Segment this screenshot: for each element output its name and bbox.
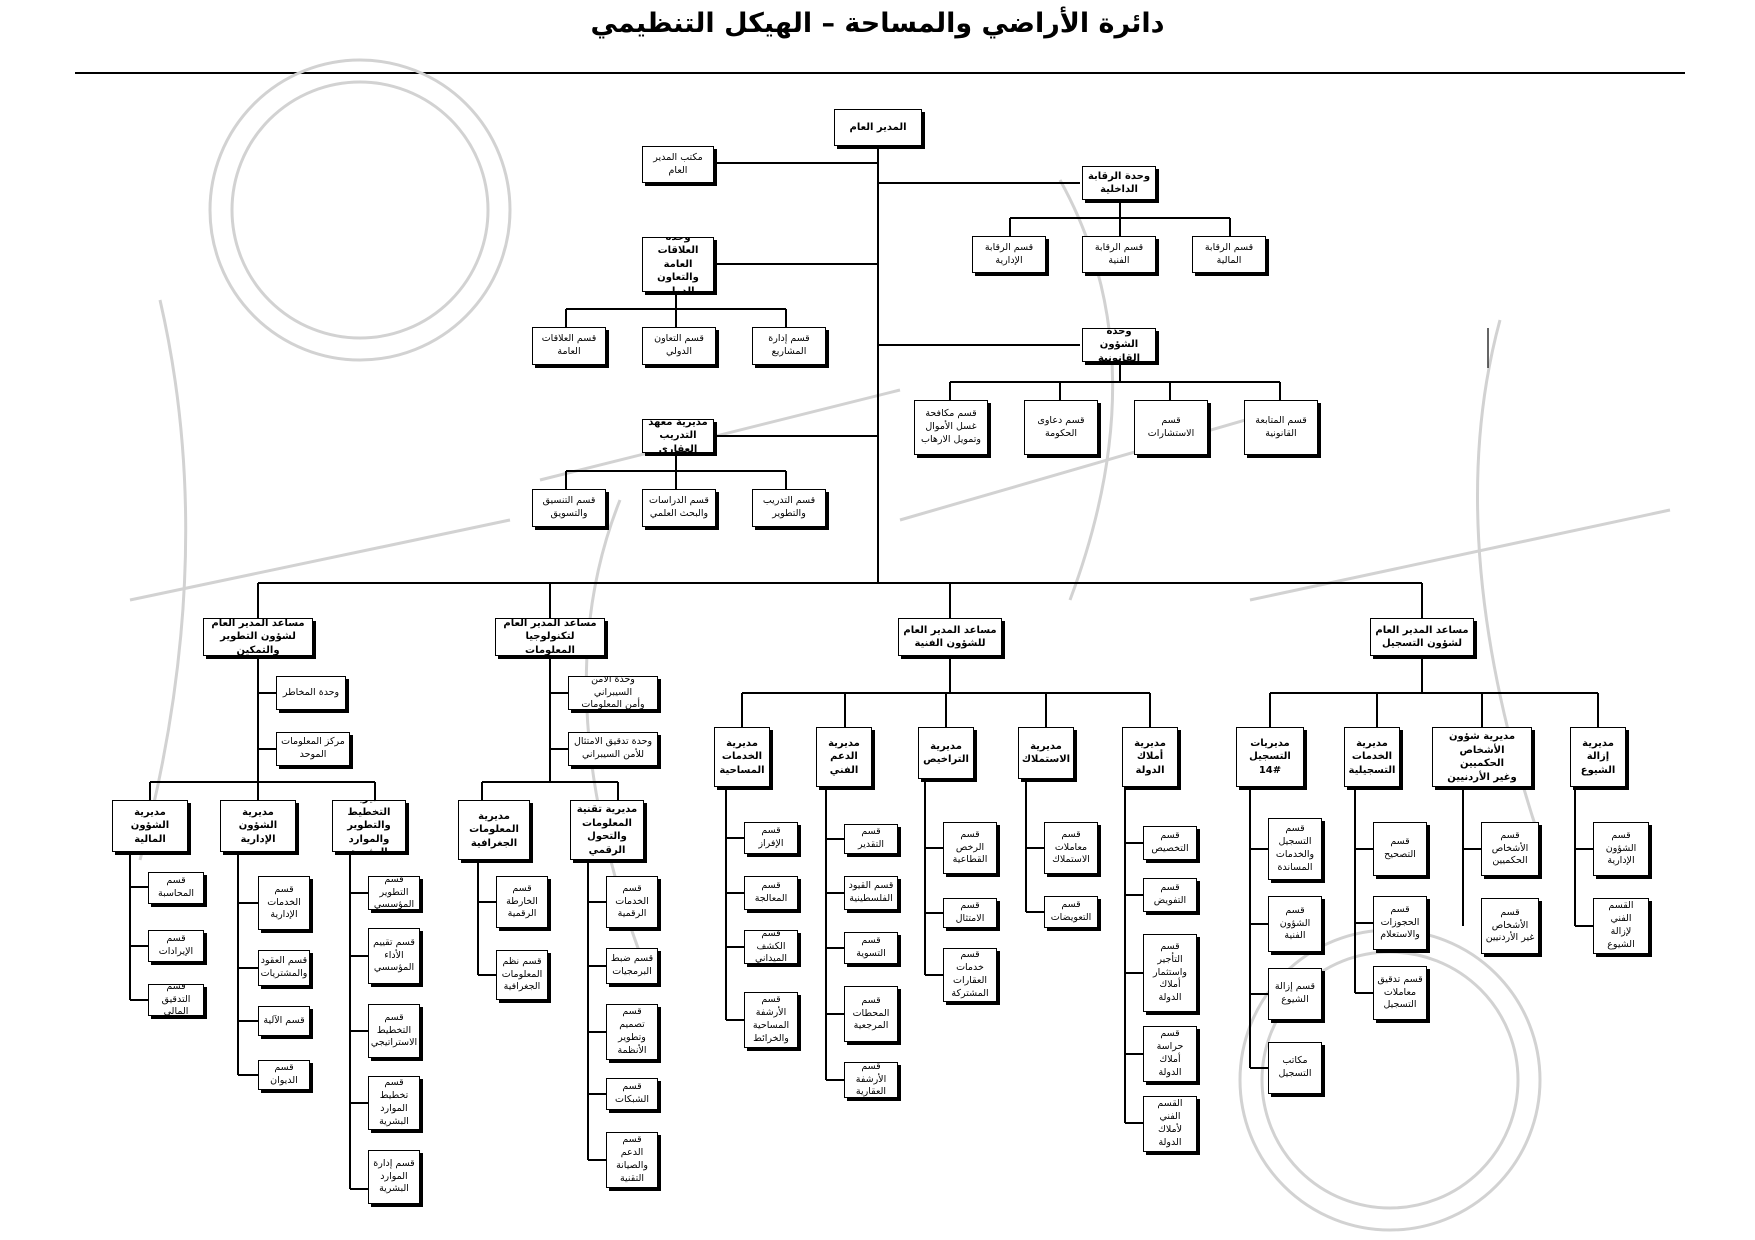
node-cyber-security-unit[interactable]: وحدة الأمن السيبراني وأمن المعلومات xyxy=(568,676,658,710)
node-state-tech-section[interactable]: القسم الفني لأملاك الدولة xyxy=(1143,1096,1197,1152)
node-consult-section[interactable]: قسم الاستشارات xyxy=(1134,400,1208,455)
node-expropriation-tx-section[interactable]: قسم معاملات الاستملاك xyxy=(1044,822,1098,874)
node-accounting-section[interactable]: قسم المحاسبة xyxy=(148,872,204,904)
node-compensation-section[interactable]: قسم التعويضات xyxy=(1044,896,1098,928)
node-inst-dev-section[interactable]: قسم التطوير المؤسسي xyxy=(368,876,420,910)
node-expropriation-directorate[interactable]: مديرية الاستملاك xyxy=(1018,727,1074,779)
node-adg-it[interactable]: مساعد المدير العام لتكنولوجيا المعلومات xyxy=(495,618,605,656)
node-cyber-compliance-unit[interactable]: وحدة تدقيق الامتثال للأمن السيبراني xyxy=(568,732,658,766)
node-info-center[interactable]: مركز المعلومات الموحد xyxy=(276,732,350,766)
node-reg-audit-section[interactable]: قسم تدقيق معاملات التسجيل xyxy=(1373,966,1427,1020)
node-admin-directorate[interactable]: مديرية الشؤون الإدارية xyxy=(220,800,296,852)
node-finance-directorate[interactable]: مديرية الشؤون المالية xyxy=(112,800,188,852)
node-reference-stations-section[interactable]: قسم المحطات المرجعية xyxy=(844,986,898,1042)
node-contracts-section[interactable]: قسم العقود والمشتريات xyxy=(258,950,310,986)
node-field-survey-section[interactable]: قسم الكشف الميداني xyxy=(744,930,798,964)
title-divider xyxy=(75,72,1685,74)
node-survey-archive-section[interactable]: قسم الأرشفة المساحية والخرائط xyxy=(744,992,798,1048)
node-gis-systems-section[interactable]: قسم نظم المعلومات الجغرافية xyxy=(496,950,548,1000)
node-processing-section[interactable]: قسم المعالجة xyxy=(744,876,798,910)
node-digital-services-section[interactable]: قسم الخدمات الرقمية xyxy=(606,876,658,928)
node-coord-section[interactable]: قسم التنسيق والتسويق xyxy=(532,489,606,527)
node-sector-licenses-section[interactable]: قسم الرخص القطاعية xyxy=(943,822,997,874)
node-palestinian-records-section[interactable]: قسم القيود الفلسطينية xyxy=(844,876,898,910)
node-it-dt-directorate[interactable]: مديرية تقنية المعلومات والتحول الرقمي xyxy=(570,800,644,860)
node-networks-section[interactable]: قسم الشبكات xyxy=(606,1078,658,1110)
node-internal-audit-unit[interactable]: وحدة الرقابة الداخلية xyxy=(1082,166,1156,200)
node-director-general[interactable]: المدير العام xyxy=(834,109,922,146)
node-training-section[interactable]: قسم التدريب والتطوير xyxy=(752,489,826,527)
node-joint-property-section[interactable]: قسم خدمات العقارات المشتركة xyxy=(943,948,997,1002)
node-digital-map-section[interactable]: قسم الخارطة الرقمية xyxy=(496,876,548,928)
node-valuation-section[interactable]: قسم التقدير xyxy=(844,824,898,854)
node-tech-support-directorate[interactable]: مديرية الدعم الفني xyxy=(816,727,872,787)
node-legal-persons-directorate[interactable]: مديرية شؤون الأشخاص الحكميين وغير الأردن… xyxy=(1432,727,1532,787)
node-projects-section[interactable]: قسم إدارة المشاريع xyxy=(752,327,826,365)
node-gis-directorate[interactable]: مديرية المعلومات الجغرافية xyxy=(458,800,530,860)
node-legal-persons-section[interactable]: قسم الأشخاص الحكميين xyxy=(1481,822,1539,876)
node-dg-office[interactable]: مكتب المدير العام xyxy=(642,146,714,183)
node-audit-tech[interactable]: قسم الرقابة الفنية xyxy=(1082,236,1156,273)
node-partition-directorate[interactable]: مديرية إزالة الشيوع xyxy=(1570,727,1626,787)
node-fin-audit-section[interactable]: قسم التدقيق المالي xyxy=(148,984,204,1016)
node-reg-tech-section[interactable]: قسم الشؤون الفنية xyxy=(1268,896,1322,952)
page-title: دائرة الأراضي والمساحة – الهيكل التنظيمي xyxy=(590,8,1165,39)
node-adg-development[interactable]: مساعد المدير العام لشؤون التطوير والتمكي… xyxy=(203,618,313,656)
node-allocation-section[interactable]: قسم التخصيص xyxy=(1143,826,1197,860)
node-sys-dev-section[interactable]: قسم تصميم وتطوير الأنظمة xyxy=(606,1004,658,1060)
node-pr-section[interactable]: قسم العلاقات العامة xyxy=(532,327,606,365)
node-legal-unit[interactable]: وحدة الشؤون القانونية xyxy=(1082,328,1156,362)
node-hr-management-section[interactable]: قسم إدارة الموارد البشرية xyxy=(368,1150,420,1204)
node-diwan-section[interactable]: قسم الديوان xyxy=(258,1060,310,1090)
node-strategic-planning-section[interactable]: قسم التخطيط الاستراتيجي xyxy=(368,1004,420,1058)
node-attachments-section[interactable]: قسم الحجوزات والاستعلام xyxy=(1373,896,1427,950)
node-reg-services-section[interactable]: قسم التسجيل والخدمات المساندة xyxy=(1268,818,1322,880)
node-lease-invest-section[interactable]: قسم التأجير واستثمار أملاك الدولة xyxy=(1143,934,1197,1012)
node-training-institute[interactable]: مديرية معهد التدريب العقاري xyxy=(642,419,714,453)
node-compliance-section[interactable]: قسم الامتثال xyxy=(943,898,997,928)
node-registration-offices-directorate[interactable]: مديريات التسجيل 14# xyxy=(1236,727,1304,787)
node-aml-section[interactable]: قسم مكافحة غسل الأموال وتمويل الارهاب xyxy=(914,400,988,455)
node-state-guard-section[interactable]: قسم حراسة أملاك الدولة xyxy=(1143,1026,1197,1082)
node-intl-section[interactable]: قسم التعاون الدولي xyxy=(642,327,716,365)
node-tech-support-section[interactable]: قسم الدعم والصيانة التقنية xyxy=(606,1132,658,1188)
node-planning-hr-directorate[interactable]: مديرية التخطيط والتطوير والموارد البشرية xyxy=(332,800,406,852)
node-legal-follow-section[interactable]: قسم المتابعة القانونية xyxy=(1244,400,1318,455)
node-partition-admin-section[interactable]: قسم الشؤون الإدارية xyxy=(1593,822,1649,876)
node-sw-qa-section[interactable]: قسم ضبط البرمجيات xyxy=(606,948,658,984)
node-revenue-section[interactable]: قسم الإيرادات xyxy=(148,930,204,962)
node-performance-section[interactable]: قسم تقييم الأداء المؤسسي xyxy=(368,928,420,984)
node-reg-services-directorate[interactable]: مديرية الخدمات التسجيلية xyxy=(1344,727,1400,787)
node-survey-directorate[interactable]: مديرية الخدمات المساحية xyxy=(714,727,770,787)
node-correction-section[interactable]: قسم التصحيح xyxy=(1373,822,1427,876)
node-foreign-persons-section[interactable]: قسم الأشخاص غير الأردنيين xyxy=(1481,898,1539,954)
node-adg-registration[interactable]: مساعد المدير العام لشؤون التسجيل xyxy=(1370,618,1474,656)
node-realestate-archive-section[interactable]: قسم الأرشفة العقارية xyxy=(844,1062,898,1098)
node-delegation-section[interactable]: قسم التفويض xyxy=(1143,878,1197,912)
node-partition-tech-section[interactable]: القسم الفني لإزالة الشيوع xyxy=(1593,898,1649,954)
node-studies-section[interactable]: قسم الدراسات والبحث العلمي xyxy=(642,489,716,527)
node-parcel-section[interactable]: قسم الإفراز xyxy=(744,822,798,854)
node-audit-admin[interactable]: قسم الرقابة الإدارية xyxy=(972,236,1046,273)
node-pr-unit[interactable]: وحدة العلاقات العامة والتعاون الدولي xyxy=(642,237,714,292)
node-hr-planning-section[interactable]: قسم تخطيط الموارد البشرية xyxy=(368,1076,420,1130)
node-gov-cases-section[interactable]: قسم دعاوى الحكومة xyxy=(1024,400,1098,455)
node-state-property-directorate[interactable]: مديرية أملاك الدولة xyxy=(1122,727,1178,787)
node-registration-offices[interactable]: مكاتب التسجيل xyxy=(1268,1042,1322,1094)
node-licensing-directorate[interactable]: مديرية التراخيص xyxy=(918,727,974,779)
node-admin-services-section[interactable]: قسم الخدمات الإدارية xyxy=(258,876,310,930)
node-audit-fin[interactable]: قسم الرقابة المالية xyxy=(1192,236,1266,273)
node-risk-unit[interactable]: وحدة المخاطر xyxy=(276,676,346,710)
node-adg-technical[interactable]: مساعد المدير العام للشؤون الفنية xyxy=(898,618,1002,656)
node-reg-partition-section[interactable]: قسم إزالة الشيوع xyxy=(1268,968,1322,1020)
node-settlement-section[interactable]: قسم التسوية xyxy=(844,932,898,964)
node-automation-section[interactable]: قسم الآلية xyxy=(258,1006,310,1036)
